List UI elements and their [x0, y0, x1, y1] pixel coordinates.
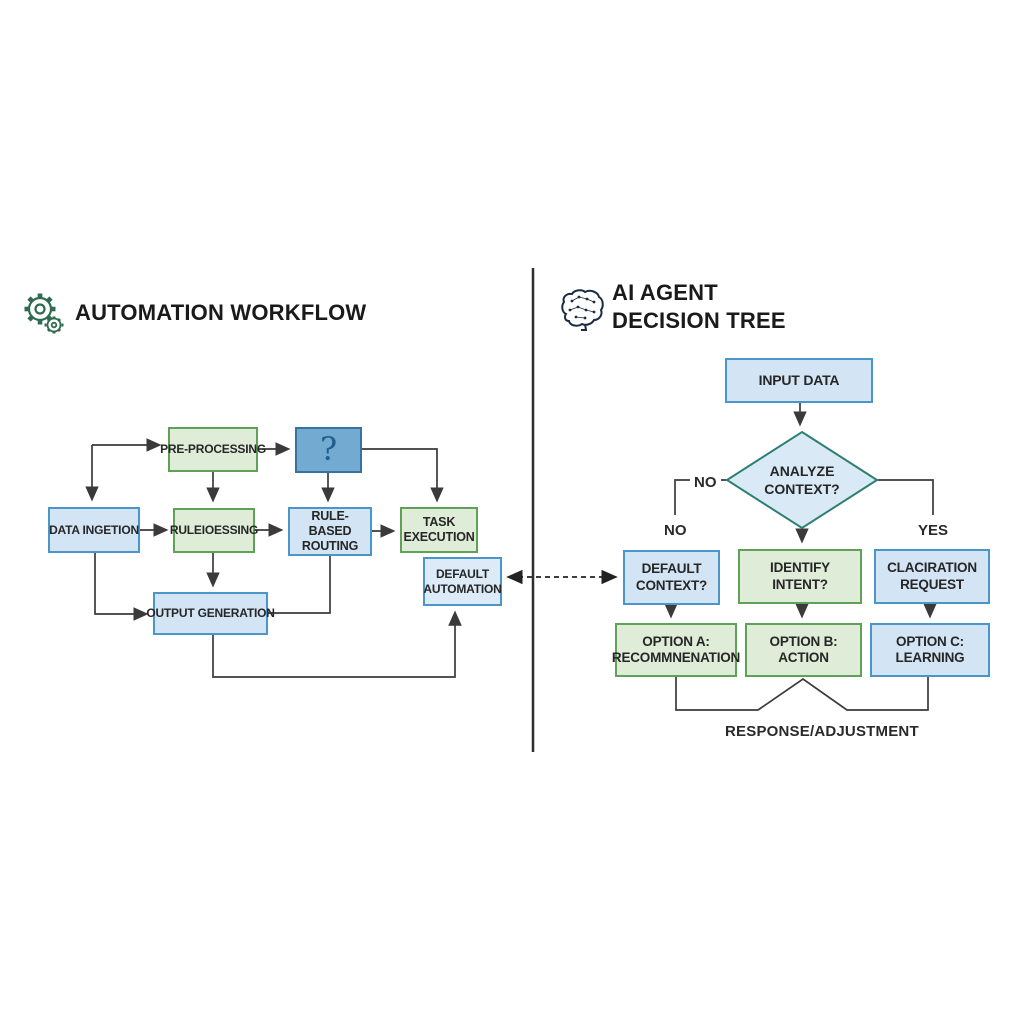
node-default-automation: DEFAULT AUTOMATION: [423, 557, 502, 606]
right-section-title-line2: DECISION TREE: [612, 308, 786, 333]
edge-options-merge: [675, 677, 929, 711]
question-mark-glyph: ?: [320, 430, 337, 469]
node-option-c: OPTION C: LEARNING: [870, 623, 990, 677]
no-column-label: NO: [660, 522, 691, 539]
node-input-data: INPUT DATA: [725, 358, 873, 403]
no-branch-label: NO: [690, 474, 721, 491]
edge-question-to-task: [362, 448, 444, 503]
node-clarification-request: CLACIRATION REQUEST: [874, 549, 990, 604]
node-rule-based-routing: RULE-BASED ROUTING: [288, 507, 372, 556]
node-option-a: OPTION A: RECOMMNENATION: [612, 623, 740, 677]
gear-icon: [18, 288, 66, 336]
node-default-context: DEFAULT CONTEXT?: [623, 550, 720, 605]
node-rule-processing: RULEIOESSING: [170, 508, 258, 553]
analyze-context-diamond: [725, 430, 879, 530]
brain-icon: [556, 286, 608, 336]
edge-ingestion-to-output: [94, 553, 149, 621]
yes-column-label: YES: [914, 522, 953, 539]
left-section-title: AUTOMATION WORKFLOW: [75, 300, 367, 325]
right-section-title-line1: AI AGENT: [612, 280, 718, 305]
node-data-ingestion: DATA INGETION: [48, 507, 140, 553]
node-pre-processing: PRE-PROCESSING: [160, 427, 266, 472]
node-option-b: OPTION B: ACTION: [745, 623, 862, 677]
response-adjustment-label: RESPONSE/ADJUSTMENT: [725, 723, 919, 740]
edge-routing-to-output: [268, 556, 331, 614]
edge-diamond-yes-branch: [877, 479, 934, 515]
node-analyze-context: ANALYZE CONTEXT?: [764, 462, 840, 497]
node-output-generation: OUTPUT GENERATION: [146, 592, 275, 635]
node-identify-intent: IDENTIFY INTENT?: [738, 549, 862, 604]
node-task-execution: TASK EXECUTION: [400, 507, 478, 553]
edge-output-to-defaultautomation: [212, 610, 462, 678]
node-question-box: ?: [295, 427, 362, 473]
